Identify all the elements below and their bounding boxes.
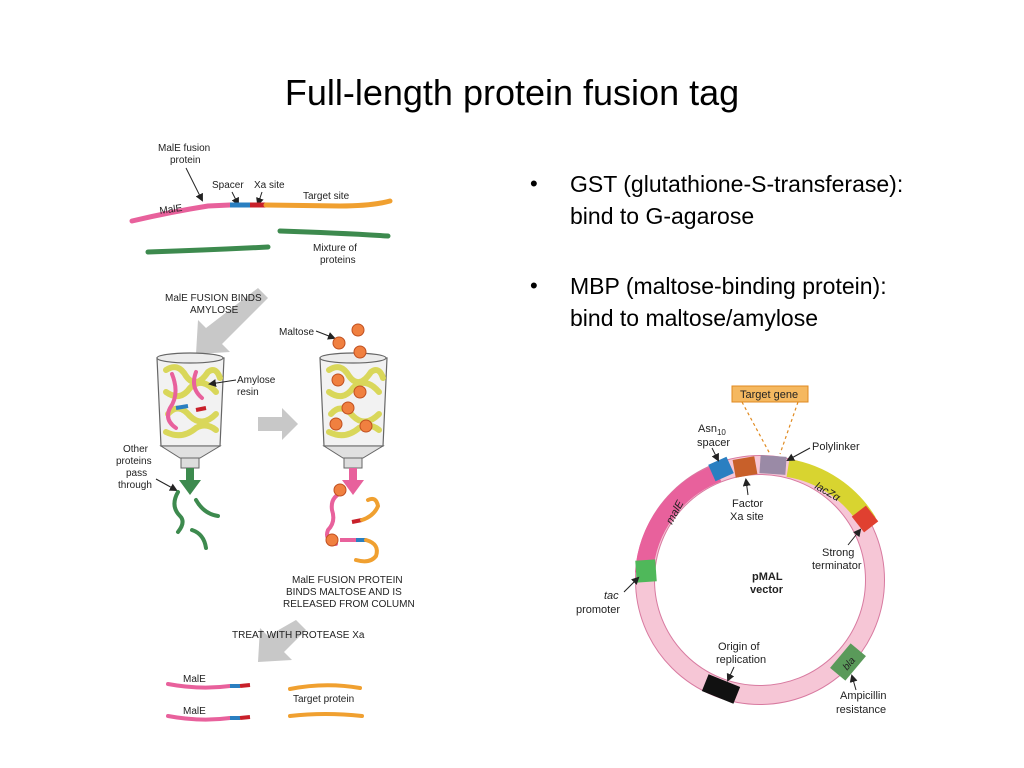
other-label-4: through <box>118 480 152 491</box>
other-label-2: proteins <box>116 456 152 467</box>
release-label-1: MalE FUSION PROTEIN <box>292 575 403 586</box>
maltose-molecules <box>332 323 367 359</box>
male-arc <box>635 464 722 574</box>
gray-arrow-3 <box>258 620 306 662</box>
amp-label-2: resistance <box>836 704 886 716</box>
gray-arrow-2 <box>258 408 298 440</box>
passed-proteins <box>172 490 220 550</box>
fusion-pointer <box>185 167 203 202</box>
polylinker-label: Polylinker <box>812 441 860 453</box>
treat-label: TREAT WITH PROTEASE Xa <box>232 630 365 641</box>
protein-green-1 <box>145 244 271 255</box>
factor-label-2: Xa site <box>730 511 764 523</box>
xa-label: Xa site <box>254 180 285 191</box>
tac-block <box>635 559 657 583</box>
target-segment <box>263 198 393 209</box>
tac-label-2: promoter <box>576 604 620 616</box>
pink-arrow <box>342 468 364 495</box>
male-label: MalE <box>159 203 183 217</box>
male-segment <box>129 202 233 224</box>
other-label-1: Other <box>123 444 149 455</box>
spacer-label-right: spacer <box>697 437 730 449</box>
target-gene-label: Target gene <box>740 389 798 401</box>
origin-label-1: Origin of <box>718 641 761 653</box>
pmal-label-1: pMAL <box>752 571 783 583</box>
bullet-mbp-line2: bind to maltose/amylose <box>570 305 819 331</box>
mixture-label-1: Mixture of <box>313 243 357 254</box>
amp-label-1: Ampicillin <box>840 690 886 702</box>
cleaved-male-label-2: MalE <box>183 706 206 717</box>
polylinker-block <box>759 455 787 475</box>
amylose-label-1: Amylose <box>237 375 276 386</box>
green-arrow <box>179 468 201 495</box>
amylose-label-2: resin <box>237 387 259 398</box>
bullet-dot-icon: • <box>530 171 538 196</box>
bla-block <box>830 643 866 681</box>
bullet-gst: • GST (glutathione-S-transferase): bind … <box>530 168 1000 232</box>
bullet-list: • GST (glutathione-S-transferase): bind … <box>530 168 1000 372</box>
maltose-pointer <box>315 330 336 340</box>
tac-pointer <box>623 576 640 593</box>
eluted-fusion <box>325 483 381 564</box>
column-1 <box>156 352 225 469</box>
factor-pointer <box>742 478 751 496</box>
bullet-mbp: • MBP (maltose-binding protein): bind to… <box>530 270 1000 334</box>
gray-arrow-1 <box>196 288 268 354</box>
cleaved-male-2 <box>166 714 232 722</box>
cleaved-male-label-1: MalE <box>183 674 206 685</box>
origin-block <box>701 674 741 704</box>
other-label-3: pass <box>126 468 147 479</box>
bullet-dot-icon: • <box>530 273 538 298</box>
target-protein-1 <box>288 683 362 691</box>
mixture-label-2: proteins <box>320 255 356 266</box>
bullet-gst-line1: GST (glutathione-S-transferase): <box>570 171 904 197</box>
xa-pointer <box>256 191 264 206</box>
slide-title: Full-length protein fusion tag <box>284 72 740 113</box>
origin-label-2: replication <box>716 654 766 666</box>
target-protein-2 <box>288 712 364 718</box>
binds-label-2: AMYLOSE <box>190 305 239 316</box>
amp-pointer <box>849 674 858 691</box>
strong-label-2: terminator <box>812 560 862 572</box>
release-label-3: RELEASED FROM COLUMN <box>283 599 415 610</box>
maltose-label: Maltose <box>279 327 314 338</box>
amylose-pointer <box>208 379 237 388</box>
target-site-label: Target site <box>303 191 350 202</box>
other-pointer <box>155 478 178 491</box>
bullet-gst-line2: bind to G-agarose <box>570 203 755 229</box>
factor-xa-block <box>732 456 758 478</box>
target-gene-dash-right <box>779 401 799 455</box>
fusion-label-2: protein <box>170 155 201 166</box>
origin-pointer <box>726 666 735 682</box>
asn-pointer <box>711 447 719 462</box>
target-gene-dash-left <box>741 401 771 455</box>
column-2 <box>319 352 388 469</box>
target-gene-box <box>731 385 809 403</box>
spacer-pointer <box>231 191 239 206</box>
polylinker-pointer <box>786 447 811 461</box>
binds-label-1: MalE FUSION BINDS <box>165 293 262 304</box>
fusion-label-1: MalE fusion <box>158 143 210 154</box>
protein-green-2 <box>277 228 391 239</box>
spacer-label: Spacer <box>212 180 244 191</box>
cleaved-male-1 <box>166 682 232 690</box>
tac-label-1: tac <box>604 590 619 602</box>
terminator-pointer <box>847 528 862 546</box>
asn-label: Asn10 <box>698 423 726 437</box>
target-protein-label: Target protein <box>293 694 354 705</box>
terminator-block <box>851 505 879 533</box>
bullet-mbp-line1: MBP (maltose-binding protein): <box>570 273 887 299</box>
pmal-label-2: vector <box>750 584 784 596</box>
cleaved-xa-1 <box>239 683 251 688</box>
strong-label-1: Strong <box>822 547 854 559</box>
factor-label-1: Factor <box>732 498 764 510</box>
asn-spacer-block <box>708 456 734 482</box>
cleaved-xa-2 <box>239 715 251 720</box>
release-label-2: BINDS MALTOSE AND IS <box>286 587 402 598</box>
